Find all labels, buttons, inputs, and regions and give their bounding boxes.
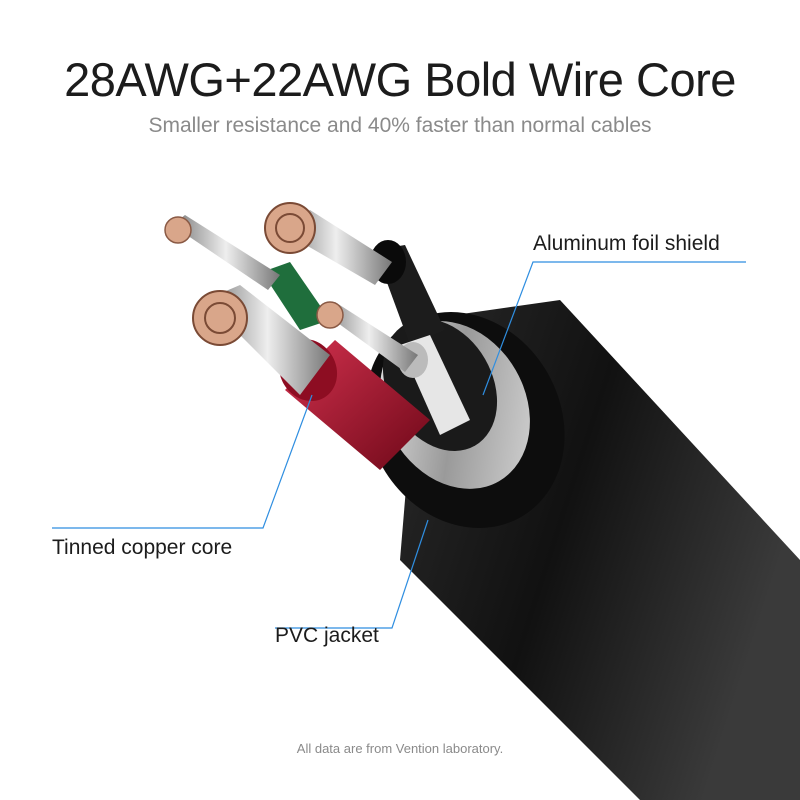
callout-aluminum-foil-shield: Aluminum foil shield xyxy=(533,232,720,255)
white-wire xyxy=(316,301,470,435)
black-wire xyxy=(264,202,445,345)
callout-pvc-jacket: PVC jacket xyxy=(275,624,379,647)
green-wire xyxy=(164,215,330,330)
leader-line-foil xyxy=(482,261,746,396)
red-wire xyxy=(192,285,430,470)
leader-line-core xyxy=(52,394,313,529)
page-subtitle: Smaller resistance and 40% faster than n… xyxy=(148,114,652,137)
page-title: 28AWG+22AWG Bold Wire Core xyxy=(64,53,736,106)
leader-line-jacket xyxy=(275,519,429,629)
callout-tinned-copper-core: Tinned copper core xyxy=(52,536,233,559)
footnote: All data are from Vention laboratory. xyxy=(296,741,504,756)
